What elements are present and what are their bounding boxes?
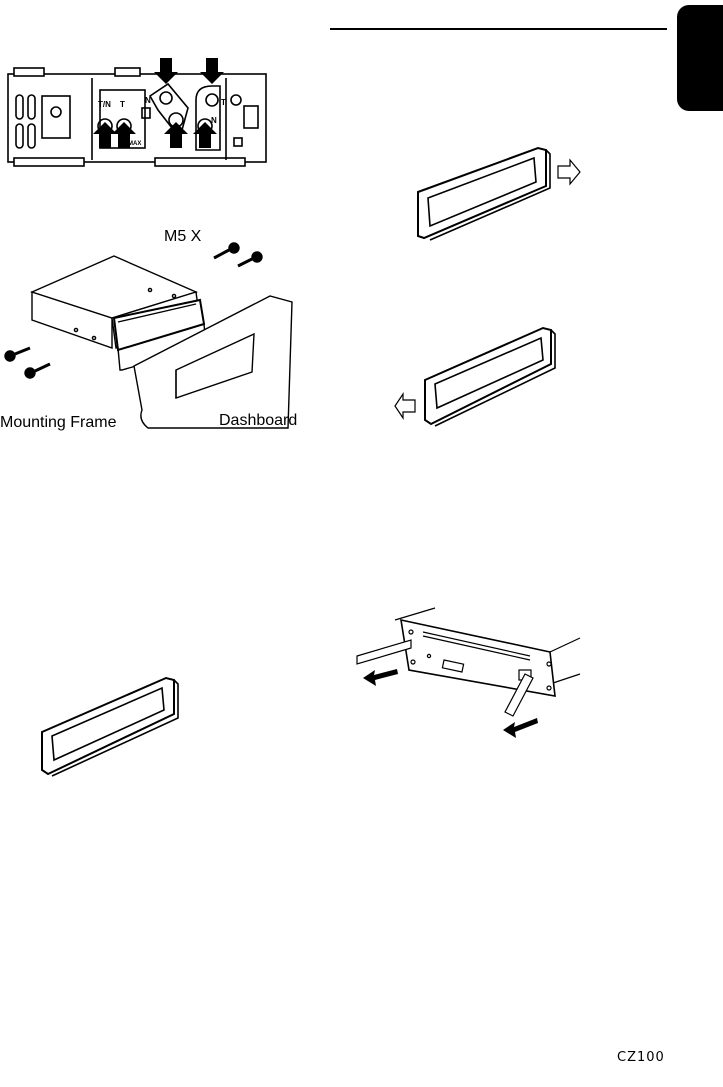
faceplate-drawing-3 (38, 670, 188, 778)
unit-removal-drawing (345, 600, 585, 740)
label-max: MAX (128, 140, 141, 149)
model-footer: CZ100 (617, 1050, 665, 1065)
label-n-2: N (211, 116, 217, 125)
screw-label: M5 X (164, 228, 201, 246)
chassis-diagram: T/N T N T N MAX (0, 0, 300, 200)
unit-removal-diagram (345, 600, 585, 740)
faceplate-diagram-1 (410, 140, 590, 245)
frame-label: Mounting Frame (0, 414, 117, 432)
label-t-2: T (221, 98, 226, 107)
faceplate-drawing-1 (410, 140, 590, 245)
mounting-diagram: M5 X Mounting Frame Dashboard (0, 220, 300, 440)
label-tn: T/N (98, 100, 111, 109)
mounting-drawing (0, 220, 300, 440)
faceplate-diagram-2 (395, 320, 565, 430)
header-rule (330, 28, 667, 30)
dashboard-label: Dashboard (219, 412, 297, 430)
label-n-1: N (145, 96, 151, 105)
language-tab (677, 5, 723, 111)
faceplate-diagram-3 (38, 670, 188, 778)
label-t-1: T (120, 100, 125, 109)
faceplate-drawing-2 (395, 320, 565, 430)
